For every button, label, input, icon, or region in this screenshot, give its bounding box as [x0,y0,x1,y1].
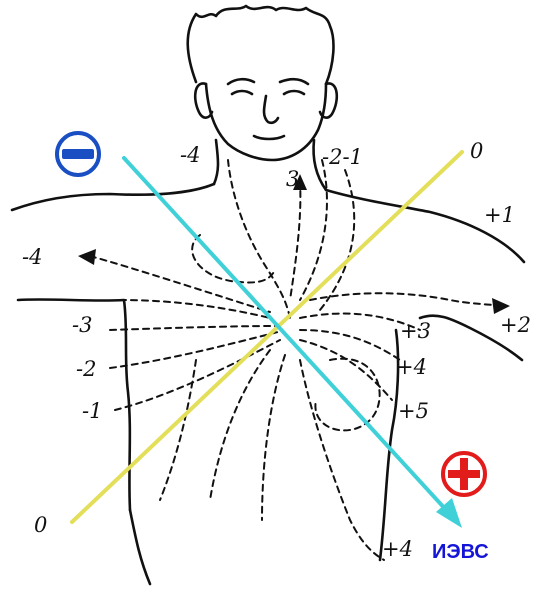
field-line [210,350,270,500]
left-shoulder [12,184,214,210]
label-right-plus2: +2 [500,313,531,337]
label-bottom-plus4: +4 [382,537,413,561]
field-line [262,355,285,520]
field-line [290,180,300,300]
neck-left [214,140,218,184]
field-line [110,326,275,330]
label-right-plus5: +5 [398,399,429,423]
label-axis-bottom-zero: 0 [34,513,47,537]
label-right-plus4: +4 [396,355,427,379]
field-line [228,160,290,318]
field-line [160,360,196,500]
label-left-neg2: -2 [76,357,96,381]
field-line [120,300,270,318]
minus-icon [62,149,94,159]
field-line [310,293,504,306]
plus-icon-vertical [460,458,468,490]
label-left-neg3: -3 [72,313,92,337]
caption-ievs: ИЭВС [432,541,489,563]
field-line [300,360,384,560]
arrowhead-right [492,298,510,314]
label-top-3: 3 [286,167,299,191]
equipotential-lines [90,160,504,560]
left-brow [228,79,254,84]
label-top-neg4: -4 [180,143,200,167]
label-top-neg2-neg1: -2-1 [322,145,363,169]
field-line [300,340,392,400]
dipole-arrow [124,158,462,528]
nose [264,96,278,123]
left-trunk [130,510,150,584]
mouth [254,136,284,139]
negative-electrode [57,133,99,175]
right-brow [280,79,308,84]
field-line [300,160,327,300]
field-line [315,359,379,431]
label-right-plus3: +3 [400,319,431,343]
field-line [320,170,354,310]
hair [188,6,334,84]
label-axis-top-zero: 0 [470,139,483,163]
label-right-plus1: +1 [484,203,515,227]
label-left-neg1: -1 [82,399,102,423]
right-eye [284,91,304,94]
label-left-neg4: -4 [22,245,42,269]
arrowhead-left [78,249,96,265]
positive-electrode [443,453,485,495]
left-eye [232,91,252,94]
body-outline [12,6,524,584]
